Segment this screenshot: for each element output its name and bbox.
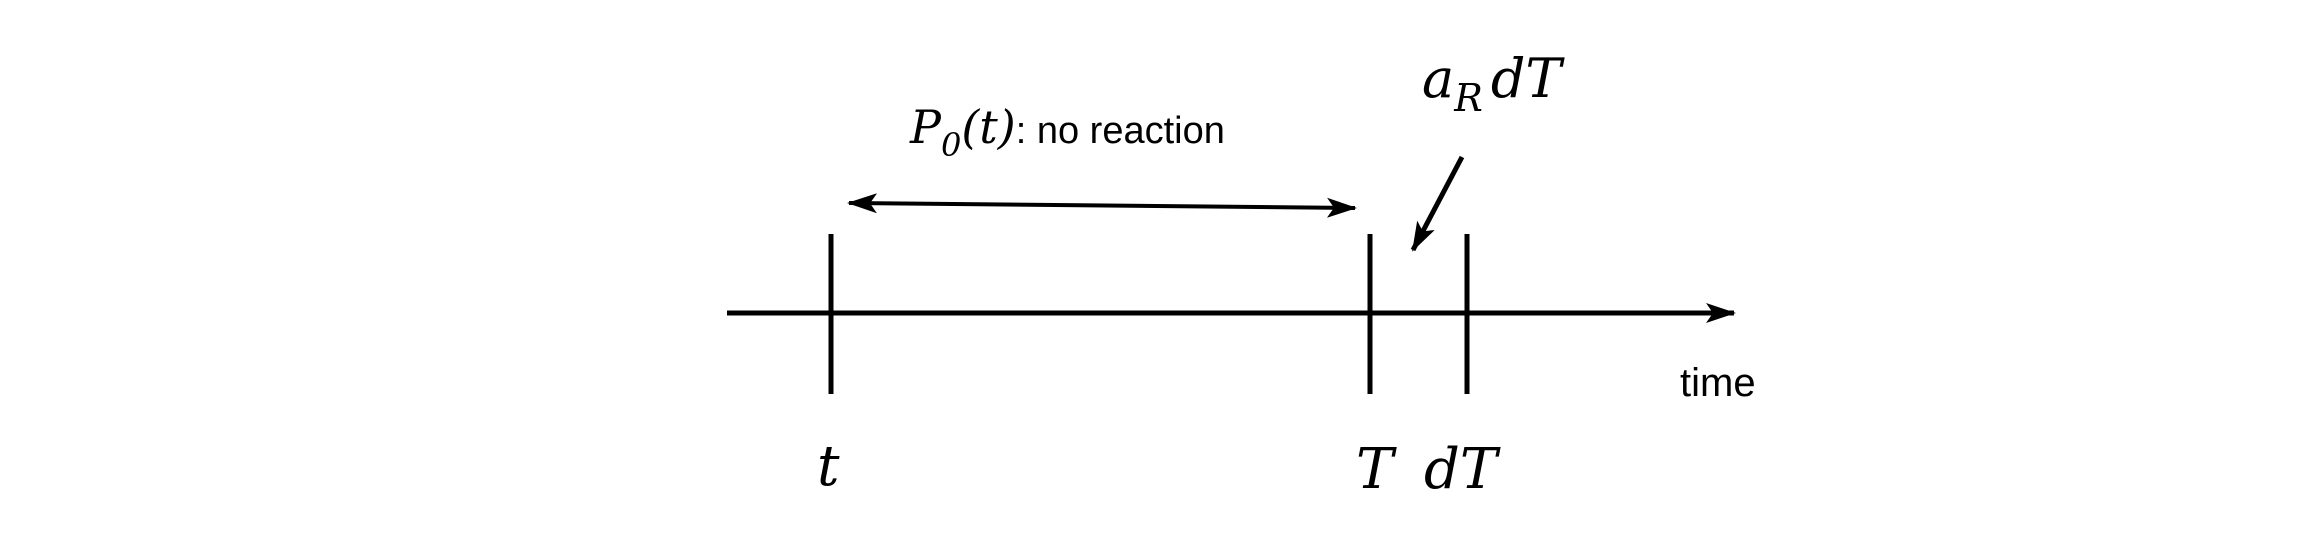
rate-a: a: [1422, 47, 1454, 110]
interval-paren-close: ): [997, 100, 1016, 154]
interval-prefix: P: [909, 100, 942, 154]
rate-subscript: R: [1453, 76, 1483, 120]
interval-subscript: 0: [941, 126, 961, 164]
rate-pointer-arrow: [1410, 155, 1465, 252]
interval-text: : no reaction: [1016, 110, 1225, 152]
interval-label: P0(t): no reaction: [909, 100, 1225, 164]
rate-dT: dT: [1491, 47, 1566, 110]
interval-arrow: [847, 193, 1357, 218]
tick-label-t: t: [817, 434, 840, 499]
interval-variable: t: [979, 100, 998, 154]
interval-paren-open: (: [961, 100, 980, 154]
axis-label-time: time: [1680, 361, 1756, 405]
tick-label-dT: dT: [1424, 437, 1501, 502]
tick-label-T: T: [1356, 437, 1397, 502]
